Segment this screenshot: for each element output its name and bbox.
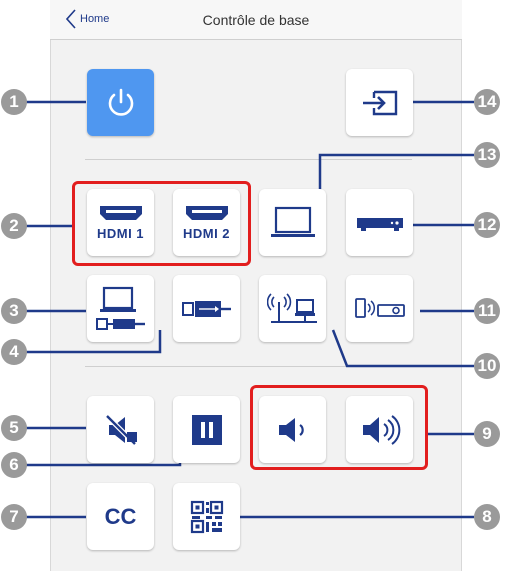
lan-button[interactable] <box>259 275 326 342</box>
usb-display-icon <box>95 286 145 330</box>
page-title: Contrôle de base <box>202 12 310 28</box>
back-label: Home <box>80 13 110 25</box>
power-button[interactable] <box>87 69 154 136</box>
cc-label: CC <box>104 503 137 529</box>
callout-2: 2 <box>1 213 27 239</box>
usb-icon <box>181 300 231 317</box>
volume-down-button[interactable] <box>259 396 326 463</box>
hdmi-group-highlight <box>72 181 251 266</box>
source-input-icon <box>362 90 397 115</box>
screen-mirroring-button[interactable] <box>346 275 413 342</box>
usb-display-button[interactable] <box>87 275 154 342</box>
callout-9: 9 <box>474 421 500 447</box>
callout-10: 10 <box>474 353 500 379</box>
callout-4: 4 <box>1 339 27 365</box>
hdmi1-button[interactable]: HDMI 1 <box>87 189 154 256</box>
media-player-button[interactable] <box>346 189 413 256</box>
hdmi2-button[interactable]: HDMI 2 <box>173 189 240 256</box>
laptop-icon <box>270 206 315 237</box>
usb-button[interactable] <box>173 275 240 342</box>
screen-mirroring-icon <box>354 297 405 318</box>
callout-11: 11 <box>474 298 500 324</box>
back-button[interactable]: Home <box>66 9 109 29</box>
volume-up-icon <box>362 414 400 445</box>
callout-7: 7 <box>1 504 27 530</box>
computer-button[interactable] <box>259 189 326 256</box>
network-icon <box>266 292 317 323</box>
callout-8: 8 <box>474 504 500 530</box>
header-bar: Home Contrôle de base <box>50 0 462 40</box>
callout-14: 14 <box>474 89 500 115</box>
hdmi-port-icon <box>99 206 142 220</box>
callout-6: 6 <box>1 452 27 478</box>
callout-13: 13 <box>474 142 500 168</box>
closed-caption-button[interactable]: CC <box>87 483 154 550</box>
pause-icon <box>191 414 222 445</box>
mute-icon <box>104 413 137 446</box>
volume-down-icon <box>278 417 304 442</box>
hdmi1-label: HDMI 1 <box>96 226 145 241</box>
freeze-button[interactable] <box>173 396 240 463</box>
qr-code-icon <box>190 500 223 533</box>
callout-3: 3 <box>1 298 27 324</box>
qr-code-button[interactable] <box>173 483 240 550</box>
hdmi-port-icon <box>185 206 228 220</box>
callout-5: 5 <box>1 415 27 441</box>
chevron-left-icon <box>66 9 76 29</box>
volume-group-highlight <box>250 385 428 470</box>
source-search-button[interactable] <box>346 69 413 136</box>
power-icon <box>108 88 133 116</box>
divider-1 <box>85 159 412 160</box>
volume-up-button[interactable] <box>346 396 413 463</box>
media-player-icon <box>356 217 403 231</box>
callout-1: 1 <box>1 89 27 115</box>
divider-2 <box>85 366 412 367</box>
hdmi2-label: HDMI 2 <box>182 226 231 241</box>
av-mute-button[interactable] <box>87 396 154 463</box>
callout-12: 12 <box>474 212 500 238</box>
